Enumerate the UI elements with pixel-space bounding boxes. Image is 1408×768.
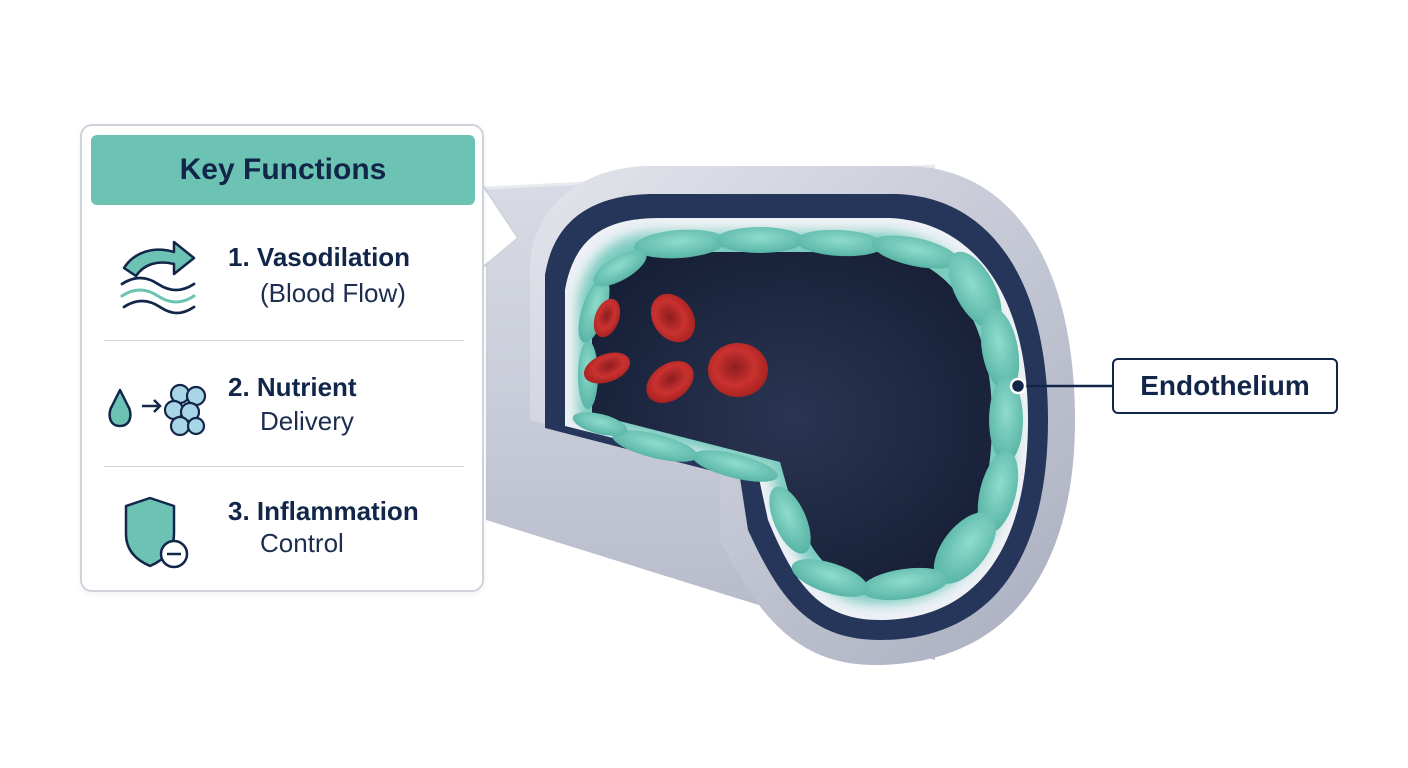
shield-minus-icon	[124, 496, 189, 569]
divider	[104, 340, 464, 341]
endothelial-cells	[572, 227, 1023, 601]
endothelium-label: Endothelium	[1112, 358, 1338, 414]
function-title: 1. Vasodilation	[228, 242, 411, 272]
function-title: 3. Inflammation	[228, 496, 419, 526]
panel-title: Key Functions	[91, 135, 475, 205]
divider	[104, 466, 464, 467]
blood-flow-waves-icon	[120, 240, 196, 315]
function-item-vasodilation: 1. Vasodilation (Blood Flow)	[82, 222, 482, 332]
function-item-nutrient-delivery: 2. Nutrient Delivery	[82, 352, 482, 462]
key-functions-panel: Key Functions 1. Vasodilation (Blood Flo…	[80, 124, 484, 592]
function-subtitle: Delivery	[260, 406, 354, 436]
function-title: 2. Nutrient	[228, 372, 357, 402]
nutrient-delivery-icon	[108, 383, 207, 437]
function-subtitle: Control	[260, 528, 344, 558]
function-subtitle: (Blood Flow)	[260, 278, 406, 308]
red-blood-cells	[583, 293, 768, 403]
function-item-inflammation-control: 3. Inflammation Control	[82, 476, 482, 586]
callout-dot	[1009, 377, 1027, 395]
